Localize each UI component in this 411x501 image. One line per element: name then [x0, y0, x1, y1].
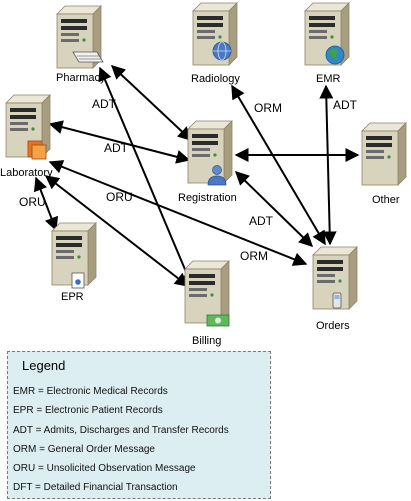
node-label-laboratory: Laboratory — [0, 167, 53, 179]
node-label-other: Other — [372, 194, 400, 206]
edge-labels: ADT ADT ORM ADT ORU ORU ADT ORM — [19, 97, 358, 263]
edge-label-laboratory-orders: ORM — [240, 249, 268, 263]
legend-item: ADT = Admits, Discharges and Transfer Re… — [13, 424, 229, 436]
edge-label-laboratory-registration: ADT — [104, 141, 129, 155]
node-label-orders: Orders — [316, 320, 350, 332]
legend-item: ORM = General Order Message — [13, 443, 155, 455]
node-other: Other — [361, 122, 407, 206]
edge-laboratory-orders — [48, 160, 308, 266]
legend-item: EMR = Electronic Medical Records — [13, 386, 168, 397]
edge-label-registration-orders: ADT — [249, 214, 274, 228]
node-orders: Orders — [312, 246, 358, 332]
node-pharmacy: Pharmacy — [56, 5, 106, 84]
node-epr: EPR — [51, 222, 97, 303]
phone-icon — [332, 292, 342, 309]
folder-icon — [27, 140, 47, 160]
legend-item: ORU = Unsolicited Observation Message — [13, 463, 196, 475]
edge-label-radiology-orders: ORM — [254, 101, 282, 115]
legend-title: Legend — [22, 358, 66, 373]
keyboard-icon — [72, 51, 104, 63]
connections — [33, 65, 360, 288]
edge-laboratory-registration — [48, 120, 191, 164]
edge-label-pharmacy-registration: ADT — [92, 97, 117, 111]
node-label-emr: EMR — [316, 73, 341, 85]
globe-icon — [212, 41, 232, 61]
legend-item: DFT = Detailed Financial Transaction — [13, 482, 178, 494]
user-icon — [207, 165, 227, 186]
legend-item: EPR = Electronic Patient Records — [13, 405, 163, 417]
edge-label-emr-orders: ADT — [333, 98, 358, 112]
money-icon — [206, 314, 230, 327]
node-label-billing: Billing — [192, 335, 221, 347]
legend-list: EMR = Electronic Medical Records EPR = E… — [13, 382, 229, 498]
node-radiology: Radiology — [191, 2, 240, 85]
legend-box: Legend EMR = Electronic Medical Records … — [7, 351, 271, 499]
node-laboratory: Laboratory — [0, 94, 53, 179]
node-billing: Billing — [184, 260, 230, 347]
edge-emr-orders — [319, 84, 337, 246]
edge-registration-orders — [234, 171, 314, 247]
globe-icon — [325, 45, 345, 65]
node-label-registration: Registration — [178, 192, 237, 204]
node-registration: Registration — [178, 120, 237, 204]
node-label-epr: EPR — [61, 291, 84, 303]
node-emr: EMR — [304, 2, 350, 85]
document-icon — [71, 272, 85, 289]
edge-label-laboratory-billing: ORU — [106, 190, 133, 204]
edge-pharmacy-registration — [110, 65, 193, 141]
node-label-radiology: Radiology — [191, 73, 240, 85]
edge-label-laboratory-epr: ORU — [19, 195, 46, 209]
node-label-pharmacy: Pharmacy — [56, 72, 106, 84]
